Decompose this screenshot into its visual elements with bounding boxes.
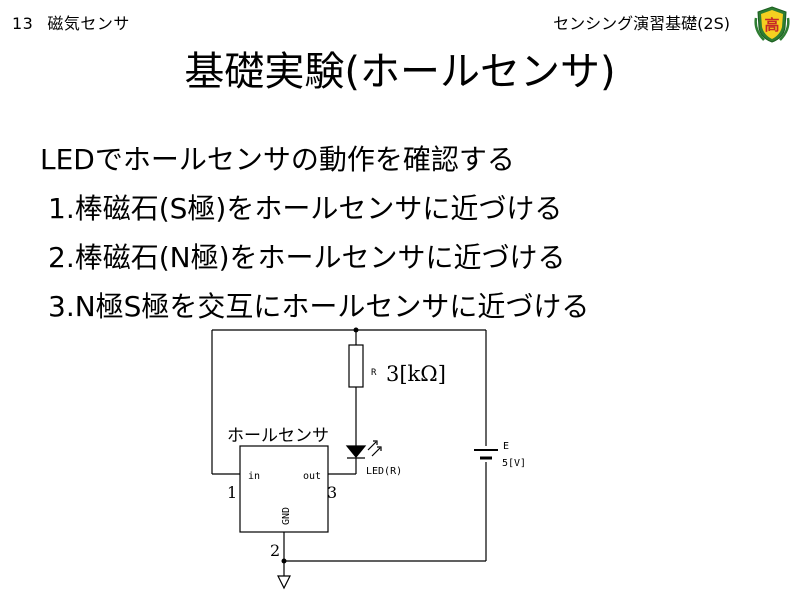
pin-2-number: 2 [270,541,280,560]
led-triangle [345,445,367,458]
slide-title: 基礎実験(ホールセンサ) [184,49,616,95]
junction-dot-top [353,327,359,333]
step-1: 1.棒磁石(S極)をホールセンサに近づける [48,192,563,225]
led-arrow-2-head [377,446,382,451]
emblem-glyph: 高 [764,16,779,34]
intro-line: LEDでホールセンサの動作を確認する [40,143,515,176]
led-arrow-1-head [373,440,378,445]
step-2: 2.棒磁石(N極)をホールセンサに近づける [48,241,566,274]
ground-icon [277,575,291,590]
body-text: LEDでホールセンサの動作を確認する 1.棒磁石(S極)をホールセンサに近づける… [40,135,589,331]
section-title: 磁気センサ [47,14,130,33]
pin-1-number: 1 [227,483,237,502]
pin-gnd-label: GND [281,507,292,525]
battery-value: 5[V] [502,458,526,469]
led-label: LED(R) [366,466,402,477]
step-3: 3.N極S極を交互にホールセンサに近づける [48,290,590,323]
page-number: 13 [12,14,34,33]
battery-symbol: E [503,441,509,452]
led-arrow-1 [367,441,377,451]
header-left: 13 磁気センサ [12,10,130,34]
course-title: センシング演習基礎(2S) [553,14,730,33]
pin-out-label: out [303,471,321,482]
resistor-value: 3[kΩ] [386,362,446,386]
junction-dot-bottom [281,558,287,564]
led-arrow-2 [371,447,381,457]
pin-3-number: 3 [327,483,337,502]
resistor [348,344,364,388]
school-emblem-icon: 高 [754,6,790,43]
pin-in-label: in [248,471,260,482]
resistor-symbol: R [371,368,377,378]
sensor-label: ホールセンサ [227,426,329,446]
